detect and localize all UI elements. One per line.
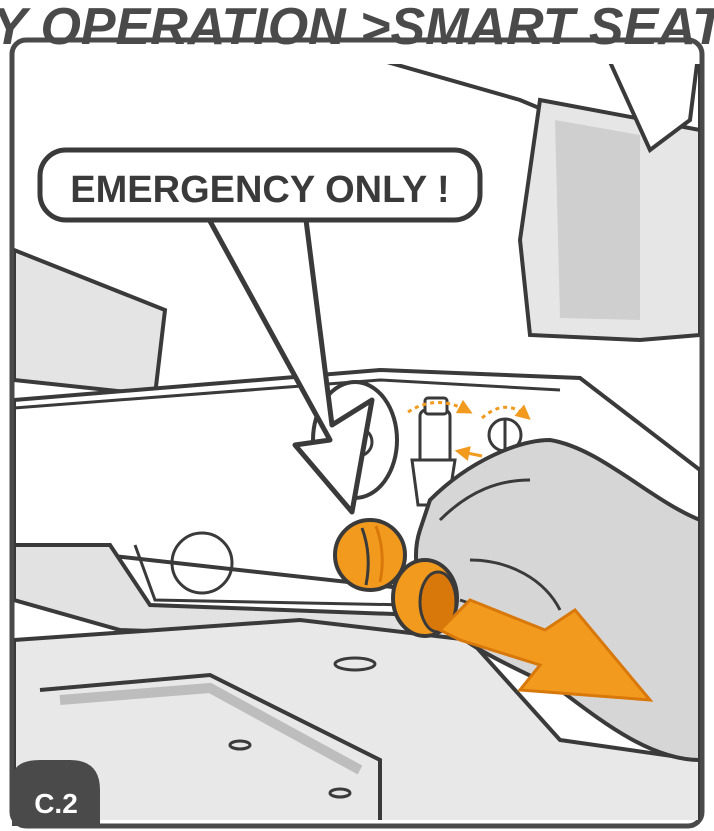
step-badge-label: C.2 [34, 788, 78, 819]
header-title: Y OPERATION >SMART SEAT [0, 0, 714, 56]
emergency-knob-icon [335, 520, 405, 590]
callout-text: EMERGENCY ONLY ! [70, 169, 449, 211]
